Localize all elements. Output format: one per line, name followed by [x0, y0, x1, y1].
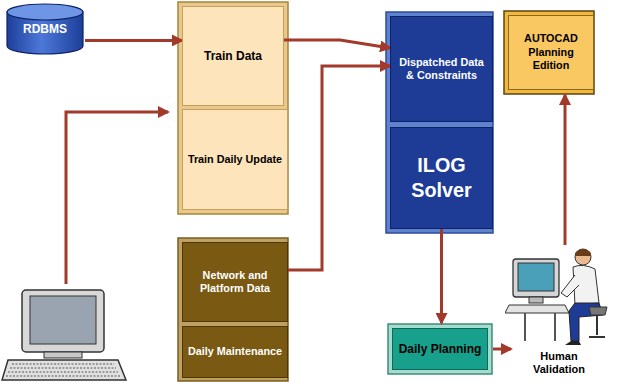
flow-arrow	[493, 348, 511, 351]
flow-arrow	[564, 95, 567, 245]
node-label: Train Data	[200, 49, 266, 64]
computer-illustration	[2, 290, 126, 380]
flow-arrow	[284, 40, 390, 48]
flow-arrow	[85, 39, 182, 42]
process-box: Dispatched Data & Constraints	[390, 16, 493, 122]
data-box: Network and Platform Data	[182, 242, 288, 322]
node-label: Daily Planning	[395, 342, 486, 357]
train-frame	[178, 2, 288, 214]
node-label: Dispatched Data & Constraints	[391, 56, 492, 83]
planning-frame	[388, 324, 492, 374]
database-cylinder: RDBMS	[5, 3, 85, 55]
node-label: AUTOCAD Planning Edition	[509, 32, 593, 72]
solver-frame	[386, 12, 493, 233]
node-label: Network and Platform Data	[183, 269, 287, 296]
node-label: Human Validation	[520, 350, 598, 378]
output-box: AUTOCAD Planning Edition	[508, 15, 594, 90]
network-frame	[178, 238, 288, 381]
process-box: Train Daily Update	[182, 109, 288, 210]
process-box: Train Data	[182, 6, 284, 106]
solver-box: ILOG Solver	[390, 127, 493, 229]
data-box: Daily Maintenance	[182, 326, 288, 378]
human-validation: Human Validation	[505, 245, 613, 379]
node-label: ILOG Solver	[391, 153, 492, 202]
process-box: Daily Planning	[392, 328, 488, 370]
node-label: Train Daily Update	[184, 153, 286, 166]
input-arrow	[66, 112, 168, 284]
flow-arrow	[288, 66, 390, 270]
node-label: RDBMS	[19, 22, 71, 37]
flow-arrow	[440, 229, 443, 323]
autocad-frame	[504, 11, 594, 94]
node-label: Daily Maintenance	[184, 345, 286, 358]
